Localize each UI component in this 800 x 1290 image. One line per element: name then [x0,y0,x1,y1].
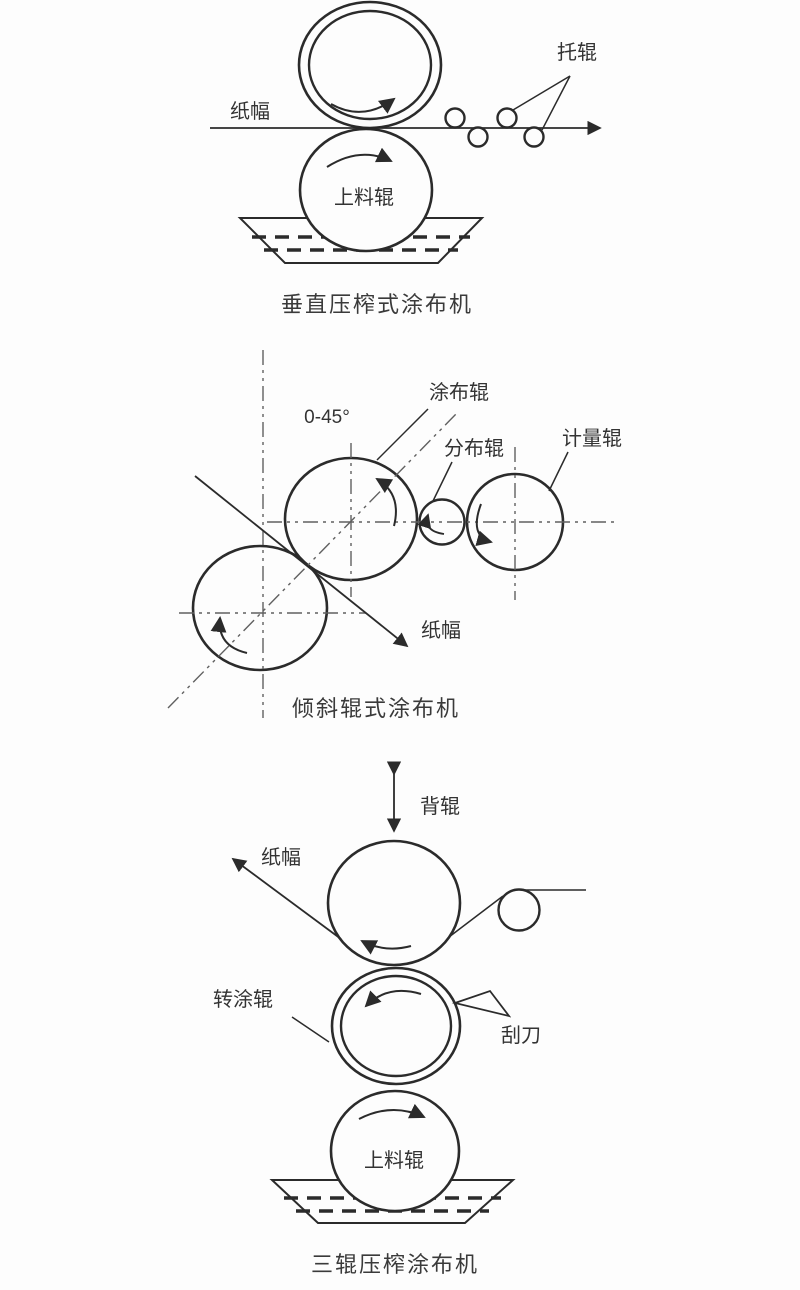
metering-roller-label: 计量辊 [562,427,622,450]
support-roller-pointer-line [512,75,571,111]
doctor-blade-label: 刮刀 [501,1024,541,1047]
rotation-arrow [417,513,445,535]
distribution-roller-label: 分布辊 [444,437,504,460]
rotation-arrow [360,940,412,955]
transfer-roller-label: 转涂辊 [213,988,273,1011]
metering-roller-pointer-line [548,451,569,492]
support-roller-label: 托辊 [557,41,597,64]
vertical-press-coater-diagram: 纸幅 托辊 上料辊 垂直压榨式涂布机 [210,0,602,317]
three-roll-press-coater-diagram: 背辊 纸幅 转涂辊 刮刀 上料辊 三辊压榨涂布机 [213,761,586,1277]
backing-roller-label: 背辊 [420,795,460,818]
web-in-line [448,895,504,938]
paper-web-label: 纸幅 [261,846,301,869]
coating-roller-pointer-line [376,408,429,461]
paper-web-label: 纸幅 [230,100,270,123]
support-roller-circle [496,107,518,129]
feed-roller-circle [329,1089,461,1213]
rotation-arrow [375,477,397,527]
rotation-arrow [475,503,493,547]
distribution-roller-pointer-line [432,461,453,502]
inclined-roller-coater-diagram: 0-45° 涂布辊 分布辊 计量辊 纸幅 倾斜辊式涂布机 [167,350,622,721]
feed-roller-label: 上料辊 [334,186,394,209]
paper-web-line [231,857,342,940]
rotation-arrow [326,147,393,168]
diagram2-caption: 倾斜辊式涂布机 [292,696,460,721]
coating-roller-label: 涂布辊 [429,381,489,404]
rotation-arrow [210,616,248,654]
support-roller-circle [523,126,545,148]
guide-roller-circle [497,888,541,932]
transfer-roller-pointer-line [291,1016,330,1043]
rotation-arrow [358,1103,426,1120]
transfer-roller-outer-circle [330,966,462,1086]
press-roller-outer-circle [297,0,443,130]
paper-web-line [194,475,409,648]
support-roller-circle [444,107,466,129]
feed-roller-label: 上料辊 [364,1149,424,1172]
support-roller-circle [467,126,489,148]
rotation-arrow [364,990,422,1008]
backing-roller-circle [326,839,462,967]
diagram1-caption: 垂直压榨式涂布机 [281,292,473,317]
press-roller-inner-circle [307,9,433,121]
support-roller-pointer-line [541,75,571,131]
rotation-arrow [330,97,396,114]
backing-roller-circle [191,544,329,672]
paper-web-label: 纸幅 [421,619,461,642]
angle-range-label: 0-45° [304,407,350,428]
doctor-blade-shape [451,989,512,1018]
transfer-roller-inner-circle [339,974,453,1078]
diagram3-caption: 三辊压榨涂布机 [311,1252,479,1277]
inclined-centerline [167,411,459,709]
